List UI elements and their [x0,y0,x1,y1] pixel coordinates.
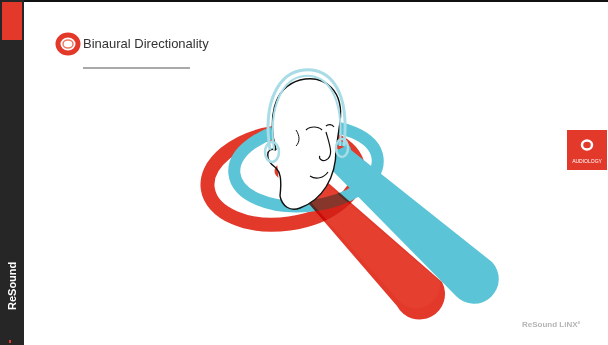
head-mouth [310,172,328,178]
badge-logo [567,130,607,170]
badge-logo-ring [582,141,592,150]
logo-ring-inner [63,40,73,48]
side-bar-accent [2,2,22,40]
headset-earpiece [265,142,279,162]
side-bar-tick [9,340,11,343]
head-fill [272,79,340,209]
brand-logo [58,35,78,53]
headset-band [268,70,345,150]
head-outline [272,79,340,209]
headset-band [273,76,341,150]
brand-sidebar-text: ReSound [6,262,18,310]
head-nose [319,132,330,161]
title-underline [83,68,190,69]
side-bar [0,0,24,345]
audiology-badge: AUDIOLOGY [567,130,607,170]
binaural-illustration [201,70,498,320]
slide-title: Binaural Directionality [83,36,209,51]
top-border [0,0,608,2]
head-cheek [296,130,299,146]
product-watermark: ReSound LiNX² [522,320,580,329]
headset-earpiece [336,139,348,157]
badge-text: AUDIOLOGY [572,158,602,164]
head-eye [306,127,322,130]
head-eye [326,125,334,127]
logo-ring [58,35,78,53]
